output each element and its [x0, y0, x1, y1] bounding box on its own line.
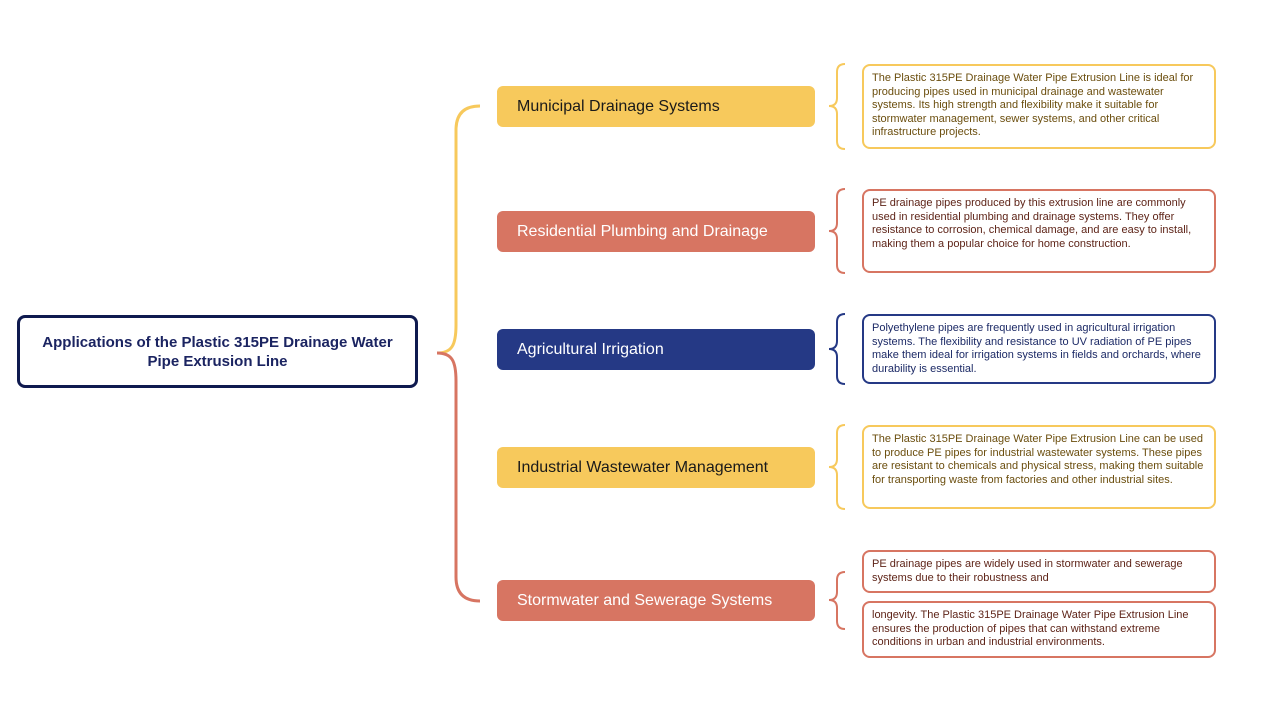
detail-municipal-drainage[interactable]: The Plastic 315PE Drainage Water Pipe Ex… [862, 64, 1216, 149]
branch-municipal-drainage[interactable]: Municipal Drainage Systems [497, 86, 815, 127]
branch-agricultural-irrigation[interactable]: Agricultural Irrigation [497, 329, 815, 370]
branch-label: Stormwater and Sewerage Systems [517, 591, 773, 609]
root-topic-title: Applications of the Plastic 315PE Draina… [42, 333, 393, 370]
brace-residential [828, 188, 846, 274]
detail-stormwater-part-1[interactable]: PE drainage pipes are widely used in sto… [862, 550, 1216, 593]
detail-stormwater-part-2[interactable]: longevity. The Plastic 315PE Drainage Wa… [862, 601, 1216, 658]
detail-text: longevity. The Plastic 315PE Drainage Wa… [872, 609, 1189, 648]
brace-stormwater [828, 571, 846, 630]
detail-agricultural-irrigation[interactable]: Polyethylene pipes are frequently used i… [862, 314, 1216, 384]
connector-root-upper [436, 104, 481, 355]
detail-text: Polyethylene pipes are frequently used i… [872, 322, 1201, 375]
connector-root-lower [436, 351, 481, 603]
detail-industrial-wastewater[interactable]: The Plastic 315PE Drainage Water Pipe Ex… [862, 425, 1216, 509]
branch-label: Agricultural Irrigation [517, 340, 664, 358]
root-topic[interactable]: Applications of the Plastic 315PE Draina… [17, 315, 418, 388]
detail-text: The Plastic 315PE Drainage Water Pipe Ex… [872, 72, 1194, 138]
branch-label: Industrial Wastewater Management [517, 458, 769, 476]
branch-industrial-wastewater[interactable]: Industrial Wastewater Management [497, 447, 815, 488]
branch-stormwater-sewerage[interactable]: Stormwater and Sewerage Systems [497, 580, 815, 621]
branch-label: Municipal Drainage Systems [517, 97, 720, 115]
brace-industrial [828, 424, 846, 510]
detail-text: The Plastic 315PE Drainage Water Pipe Ex… [872, 433, 1204, 486]
detail-residential-plumbing[interactable]: PE drainage pipes produced by this extru… [862, 189, 1216, 273]
branch-label: Residential Plumbing and Drainage [517, 222, 768, 240]
brace-municipal [828, 63, 846, 150]
detail-text: PE drainage pipes are widely used in sto… [872, 558, 1183, 584]
brace-agricultural [828, 313, 846, 385]
detail-text: PE drainage pipes produced by this extru… [872, 197, 1192, 250]
branch-residential-plumbing[interactable]: Residential Plumbing and Drainage [497, 211, 815, 252]
